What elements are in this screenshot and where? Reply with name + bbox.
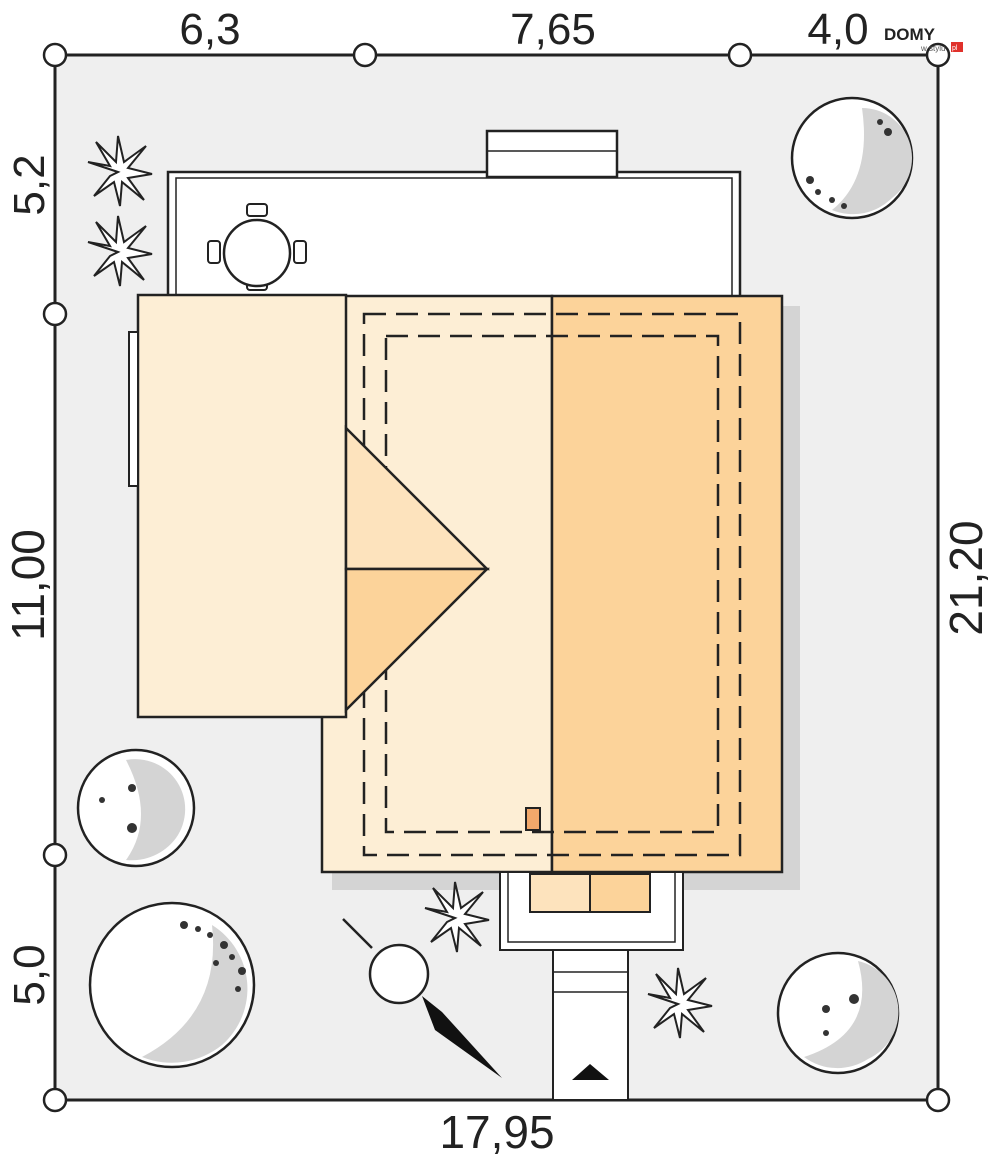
tree-icon — [76, 96, 914, 1075]
dim-top-3: 4,0 — [807, 5, 868, 54]
domy-logo: DOMY w stylu pl — [884, 25, 963, 53]
entrance-porch — [499, 871, 684, 951]
dimension-lines — [53, 53, 940, 1102]
logo-sub: w stylu — [920, 44, 945, 53]
garden-table-icon — [207, 203, 307, 291]
left-wing-roof — [128, 293, 348, 719]
logo-tld: pl — [952, 45, 958, 52]
dim-top-2: 7,65 — [510, 5, 596, 54]
dormer-roof — [344, 424, 491, 714]
dim-left-2: 11,00 — [2, 529, 54, 641]
dim-top-1: 6,3 — [179, 5, 240, 54]
dim-bottom: 17,95 — [439, 1106, 554, 1155]
entrance-path — [552, 949, 629, 1101]
dim-right: 21,20 — [940, 520, 992, 635]
logo-tld-badge — [951, 42, 963, 52]
logo-brand: DOMY — [884, 25, 936, 44]
shrub-icon — [87, 135, 713, 1039]
north-arrow-icon — [342, 918, 502, 1078]
chimney — [525, 807, 541, 831]
dim-left-1: 5,2 — [5, 154, 54, 215]
dimension-nodes — [42, 42, 951, 1113]
dim-left-3: 5,0 — [5, 944, 54, 1005]
